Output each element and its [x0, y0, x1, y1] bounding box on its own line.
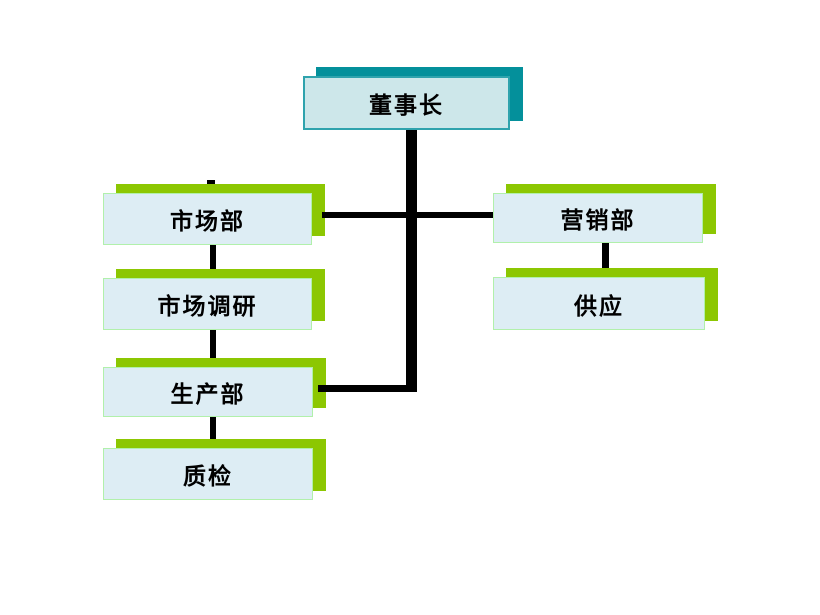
connector-chairman-vertical: [406, 130, 417, 392]
node-box-supply[interactable]: 供应: [493, 277, 705, 330]
node-research[interactable]: 市场调研: [103, 269, 325, 330]
node-label-chairman: 董事长: [369, 93, 444, 119]
node-box-sales[interactable]: 营销部: [493, 193, 703, 243]
connector-sales-supply: [602, 243, 609, 277]
node-box-quality[interactable]: 质检: [103, 448, 313, 500]
connector-production-quality: [210, 417, 216, 448]
connector-chairman-production-elbow: [318, 385, 417, 392]
node-box-chairman[interactable]: 董事长: [303, 76, 510, 130]
node-label-production: 生产部: [170, 382, 246, 408]
connector-research-production: [210, 330, 216, 367]
connector-tick-above-marketing: [207, 180, 215, 184]
connector-marketing-sales-horizontal: [322, 212, 494, 218]
node-label-research: 市场调研: [157, 294, 258, 320]
node-marketing[interactable]: 市场部: [103, 184, 325, 245]
node-chairman[interactable]: 董事长: [303, 67, 523, 130]
connector-marketing-research: [210, 245, 216, 278]
node-box-marketing[interactable]: 市场部: [103, 193, 312, 245]
node-production[interactable]: 生产部: [103, 358, 326, 417]
node-supply[interactable]: 供应: [493, 268, 718, 330]
node-quality[interactable]: 质检: [103, 439, 326, 500]
node-sales[interactable]: 营销部: [493, 184, 716, 243]
node-label-supply: 供应: [574, 293, 624, 320]
node-label-sales: 营销部: [560, 208, 636, 234]
node-box-production[interactable]: 生产部: [103, 367, 313, 417]
node-box-research[interactable]: 市场调研: [103, 278, 312, 330]
node-label-quality: 质检: [183, 464, 233, 490]
node-label-marketing: 市场部: [170, 209, 245, 235]
